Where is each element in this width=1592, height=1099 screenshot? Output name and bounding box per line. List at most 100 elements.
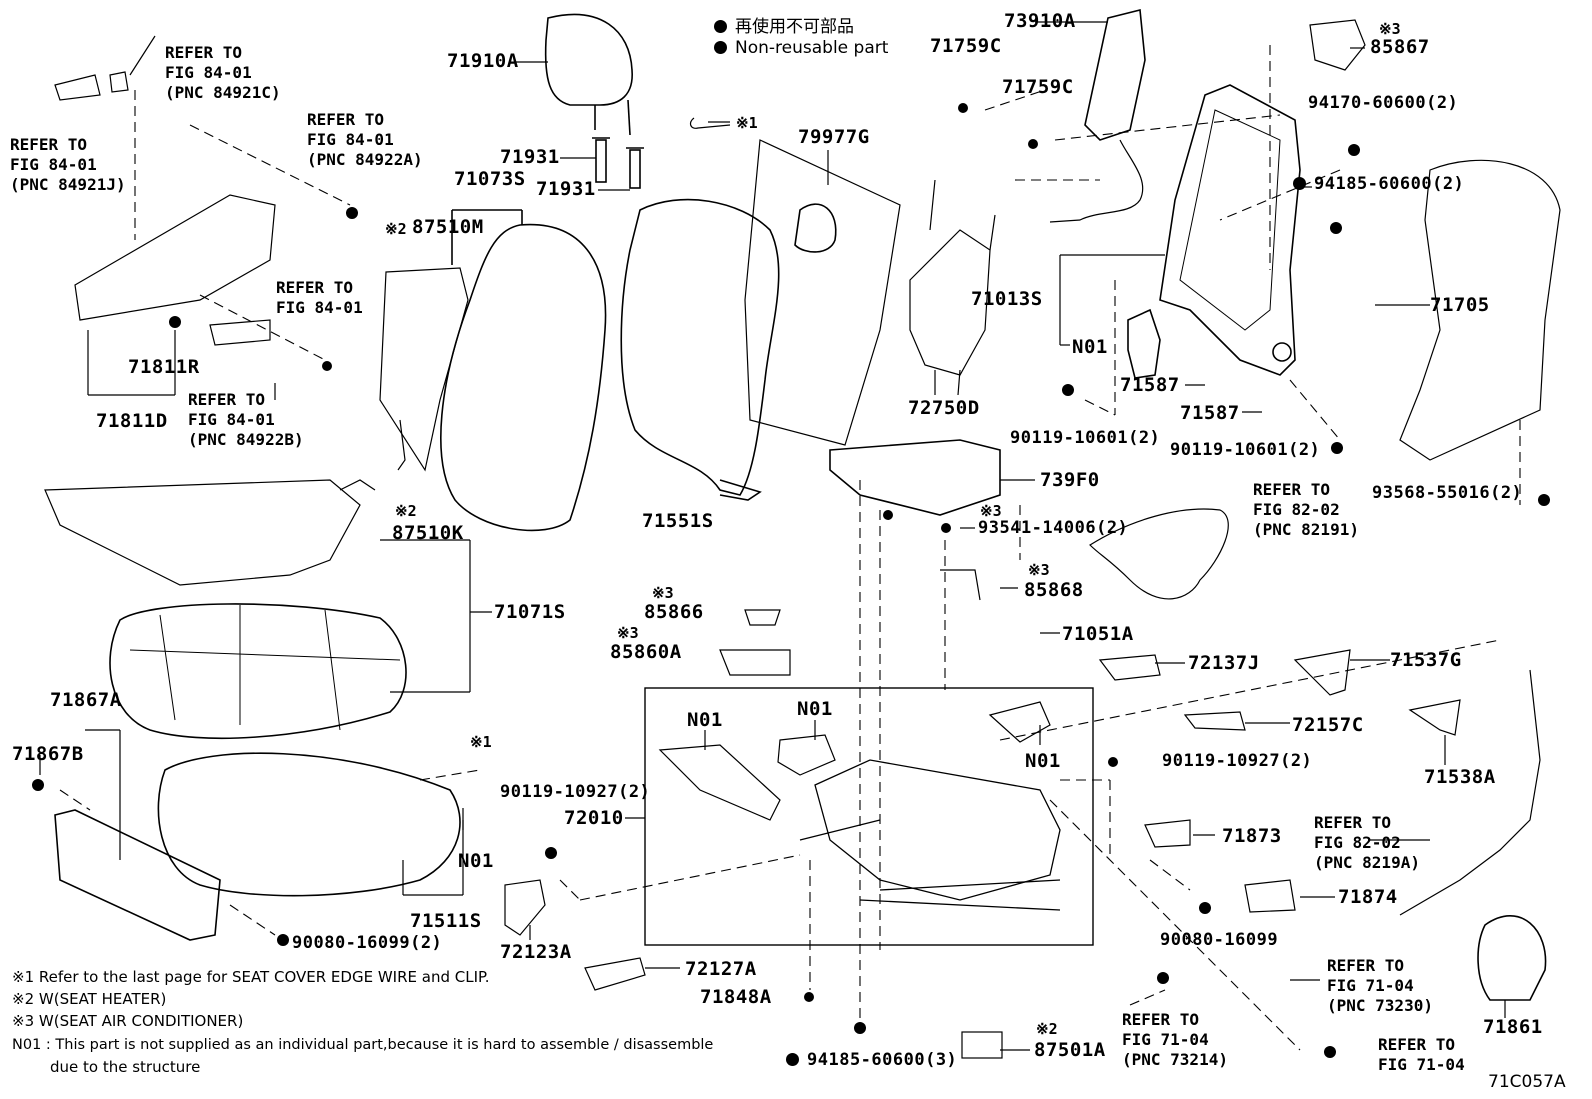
- part-90119-10601[interactable]: 90119-10601(2): [1010, 428, 1161, 448]
- part-93568-55016[interactable]: 93568-55016(2): [1372, 483, 1523, 503]
- part-71873[interactable]: 71873: [1222, 825, 1282, 847]
- part-85860A[interactable]: 85860A: [610, 641, 682, 663]
- part-90080-16099[interactable]: 90080-16099(2): [292, 933, 443, 953]
- part-72010[interactable]: 72010: [564, 807, 624, 829]
- part-94185-60600: 94185-60600(2): [1314, 174, 1465, 194]
- refer-fig-84-01-84922B[interactable]: REFER TO FIG 84-01 (PNC 84922B): [188, 390, 304, 449]
- footnote-3: ※3 W(SEAT AIR CONDITIONER): [12, 1012, 244, 1030]
- footnote-2: ※2 W(SEAT HEATER): [12, 990, 167, 1008]
- seat-frame-drawing: [814, 759, 1061, 901]
- part-87501A[interactable]: 87501A: [1034, 1039, 1106, 1061]
- part-N01[interactable]: N01: [458, 850, 494, 872]
- part-N01[interactable]: N01: [1025, 750, 1061, 772]
- part-N01[interactable]: N01: [687, 709, 723, 731]
- part-71874[interactable]: 71874: [1338, 886, 1398, 908]
- part-71705[interactable]: 71705: [1430, 294, 1490, 316]
- part-71910A[interactable]: 71910A: [447, 50, 519, 72]
- refer-fig-71-04-73214[interactable]: REFER TO FIG 71-04 (PNC 73214): [1122, 1010, 1228, 1069]
- part-71511S[interactable]: 71511S: [410, 910, 482, 932]
- part-93541-14006[interactable]: 93541-14006(2): [978, 518, 1129, 538]
- part-71071S[interactable]: 71071S: [494, 601, 566, 623]
- motor-b-drawing: [777, 734, 836, 776]
- part-87510K[interactable]: 87510K: [392, 522, 464, 544]
- non-reusable-dot-icon: [714, 41, 727, 54]
- part-71759C[interactable]: 71759C: [1002, 76, 1074, 98]
- legend-line-2: Non-reusable part: [714, 38, 888, 58]
- cushion-cover-drawing: [109, 603, 407, 740]
- lumbar-support-drawing: [909, 229, 991, 376]
- part-85867[interactable]: 85867: [1370, 36, 1430, 58]
- part-71811R[interactable]: 71811R: [128, 356, 200, 378]
- part-71013S[interactable]: 71013S: [971, 288, 1043, 310]
- part-72123A[interactable]: 72123A: [500, 941, 572, 963]
- part-87510M[interactable]: 87510M: [412, 216, 484, 238]
- marker-note3: ※3: [1028, 561, 1050, 579]
- refer-fig-84-01-84921J[interactable]: REFER TO FIG 84-01 (PNC 84921J): [10, 135, 126, 194]
- part-N01[interactable]: N01: [797, 698, 833, 720]
- non-reusable-94185-60600-3[interactable]: 94185-60600(3): [786, 1052, 957, 1069]
- part-90119-10601[interactable]: 90119-10601(2): [1170, 440, 1321, 460]
- part-71073S[interactable]: 71073S: [454, 168, 526, 190]
- harness-8219A-drawing: [1399, 669, 1541, 916]
- refer-fig-71-04[interactable]: REFER TO FIG 71-04: [1378, 1035, 1465, 1074]
- part-85868[interactable]: 85868: [1024, 579, 1084, 601]
- part-71861[interactable]: 71861: [1483, 1016, 1543, 1038]
- adjuster-box: [644, 687, 1094, 946]
- side-airbag-drawing: [1084, 8, 1146, 141]
- part-71867B[interactable]: 71867B: [12, 743, 84, 765]
- legend-text-1: 再使用不可部品: [735, 17, 854, 37]
- refer-fig-84-01-84922A[interactable]: REFER TO FIG 84-01 (PNC 84922A): [307, 110, 423, 169]
- part-72137J[interactable]: 72137J: [1188, 652, 1260, 674]
- part-71931[interactable]: 71931: [536, 178, 596, 200]
- part-71551S[interactable]: 71551S: [642, 510, 714, 532]
- part-94170-60600[interactable]: 94170-60600(2): [1308, 93, 1459, 113]
- non-reusable-94185-60600[interactable]: 94185-60600(2): [1293, 176, 1464, 193]
- part-72750D[interactable]: 72750D: [908, 397, 980, 419]
- diagram-code: 71C057A: [1488, 1072, 1566, 1092]
- part-71051A[interactable]: 71051A: [1062, 623, 1134, 645]
- part-71931[interactable]: 71931: [500, 146, 560, 168]
- part-90119-10927[interactable]: 90119-10927(2): [1162, 751, 1313, 771]
- part-71538A[interactable]: 71538A: [1424, 766, 1496, 788]
- cushion-pad-drawing: [157, 752, 461, 897]
- cushion-pad-top-drawing: [829, 439, 1001, 516]
- part-71587[interactable]: 71587: [1180, 402, 1240, 424]
- marker-note3: ※3: [652, 584, 674, 602]
- part-N01[interactable]: N01: [1072, 336, 1108, 358]
- marker-note1: ※1: [470, 733, 492, 751]
- marker-note1: ※1: [736, 114, 758, 132]
- footnote-n01-cont: due to the structure: [50, 1058, 201, 1076]
- part-85866[interactable]: 85866: [644, 601, 704, 623]
- part-739F0[interactable]: 739F0: [1040, 469, 1100, 491]
- footnote-1: ※1 Refer to the last page for SEAT COVER…: [12, 968, 490, 986]
- refer-fig-82-02-8219A[interactable]: REFER TO FIG 82-02 (PNC 8219A): [1314, 813, 1420, 872]
- refer-fig-84-01[interactable]: REFER TO FIG 84-01: [276, 278, 363, 317]
- seatback-frame-drawing: [1159, 84, 1301, 376]
- part-90119-10927[interactable]: 90119-10927(2): [500, 782, 651, 802]
- part-71587[interactable]: 71587: [1120, 374, 1180, 396]
- seatback-heater-drawing: [379, 267, 469, 472]
- legend-text-2: Non-reusable part: [735, 38, 889, 58]
- part-90080-16099[interactable]: 90080-16099: [1160, 930, 1279, 950]
- part-71759C[interactable]: 71759C: [930, 35, 1002, 57]
- marker-note3: ※3: [1379, 20, 1401, 38]
- refer-fig-84-01-84921C[interactable]: REFER TO FIG 84-01 (PNC 84921C): [165, 43, 281, 102]
- part-72127A[interactable]: 72127A: [685, 958, 757, 980]
- footnote-n01: N01 : This part is not supplied as an in…: [12, 1037, 714, 1053]
- refer-fig-82-02-82191[interactable]: REFER TO FIG 82-02 (PNC 82191): [1253, 480, 1359, 539]
- back-board-drawing: [744, 139, 901, 446]
- part-71811D[interactable]: 71811D: [96, 410, 168, 432]
- part-71537G[interactable]: 71537G: [1390, 649, 1462, 671]
- part-79977G[interactable]: 79977G: [798, 126, 870, 148]
- part-71867A[interactable]: 71867A: [50, 689, 122, 711]
- part-72157C[interactable]: 72157C: [1292, 714, 1364, 736]
- motor-c-drawing: [988, 701, 1051, 743]
- seatback-cover-drawing: [620, 198, 780, 501]
- marker-note2: ※2: [395, 502, 417, 520]
- refer-fig-71-04-73230[interactable]: REFER TO FIG 71-04 (PNC 73230): [1327, 956, 1433, 1015]
- marker-note3: ※3: [980, 502, 1002, 520]
- part-71848A[interactable]: 71848A: [700, 986, 772, 1008]
- part-73910A[interactable]: 73910A: [1004, 10, 1076, 32]
